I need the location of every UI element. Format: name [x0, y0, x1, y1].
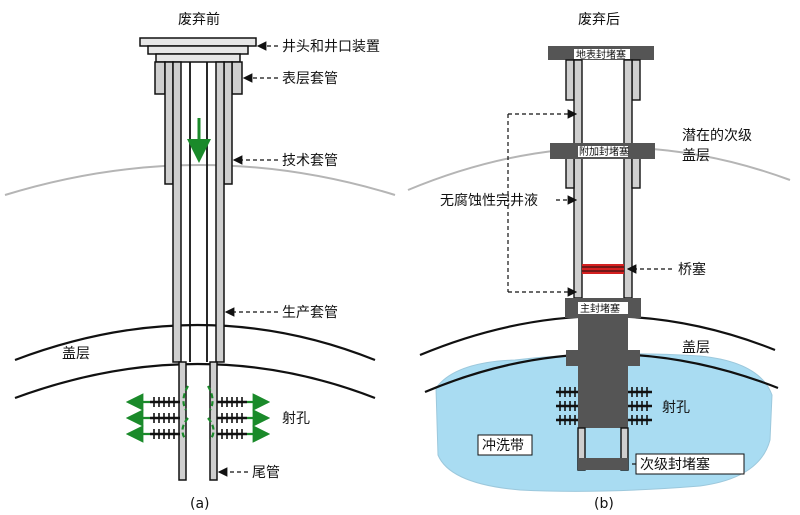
production-casing-a	[172, 61, 225, 363]
tubing-a	[189, 62, 208, 362]
panel-a-title: 废弃前	[178, 11, 220, 28]
panel-b: 地表封堵塞 附加封堵塞 主封堵塞	[407, 12, 791, 512]
production-casing-label: 生产套管	[282, 305, 338, 321]
wellhead	[139, 37, 257, 63]
additional-plug-label: 附加封堵塞	[579, 145, 629, 158]
panel-b-title: 废弃后	[578, 12, 620, 28]
wellhead-label: 井头和井口装置	[282, 39, 380, 55]
panel-a: 废弃前 井头和井口装置 表层套管 技术套管 生产套管 盖层 射孔 尾管 (a)	[4, 11, 396, 512]
intermediate-casing-label: 技术套管	[282, 153, 338, 169]
caprock-label-a: 盖层	[62, 346, 90, 362]
caprock-bottom-a	[14, 362, 376, 400]
secondary-plug	[578, 458, 628, 470]
secondary-plug-label: 次级封堵塞	[640, 456, 710, 473]
potential-caprock-label-2: 盖层	[682, 148, 710, 164]
caprock-label-b: 盖层	[682, 340, 710, 356]
perforations-b	[556, 387, 652, 425]
completion-fluid-label: 无腐蚀性完井液	[440, 192, 538, 209]
flow-arrows-out	[125, 385, 271, 443]
main-plug-label: 主封堵塞	[580, 302, 620, 315]
perforation-label-b: 射孔	[662, 400, 690, 416]
perforations-right-a	[217, 397, 247, 439]
perforation-label-a: 射孔	[282, 411, 310, 427]
flush-zone-label: 冲洗带	[482, 438, 524, 454]
panel-a-caption: (a)	[190, 496, 210, 512]
bridge-plug-label: 桥塞	[678, 261, 706, 278]
perforations-left-a	[150, 397, 180, 439]
surface-plug-label: 地表封堵塞	[576, 48, 626, 61]
surface-casing-label: 表层套管	[282, 71, 338, 87]
potential-caprock-label: 潜在的次级	[682, 128, 752, 144]
caprock-top-a	[14, 323, 376, 362]
secondary-caprock-arc-a	[4, 164, 396, 196]
liner-label: 尾管	[252, 465, 280, 481]
bridge-plug	[582, 264, 624, 274]
main-plug	[565, 298, 641, 428]
casing-b	[565, 59, 641, 299]
completion-fluid-leaders	[507, 109, 578, 297]
panel-b-caption: (b)	[594, 496, 614, 512]
